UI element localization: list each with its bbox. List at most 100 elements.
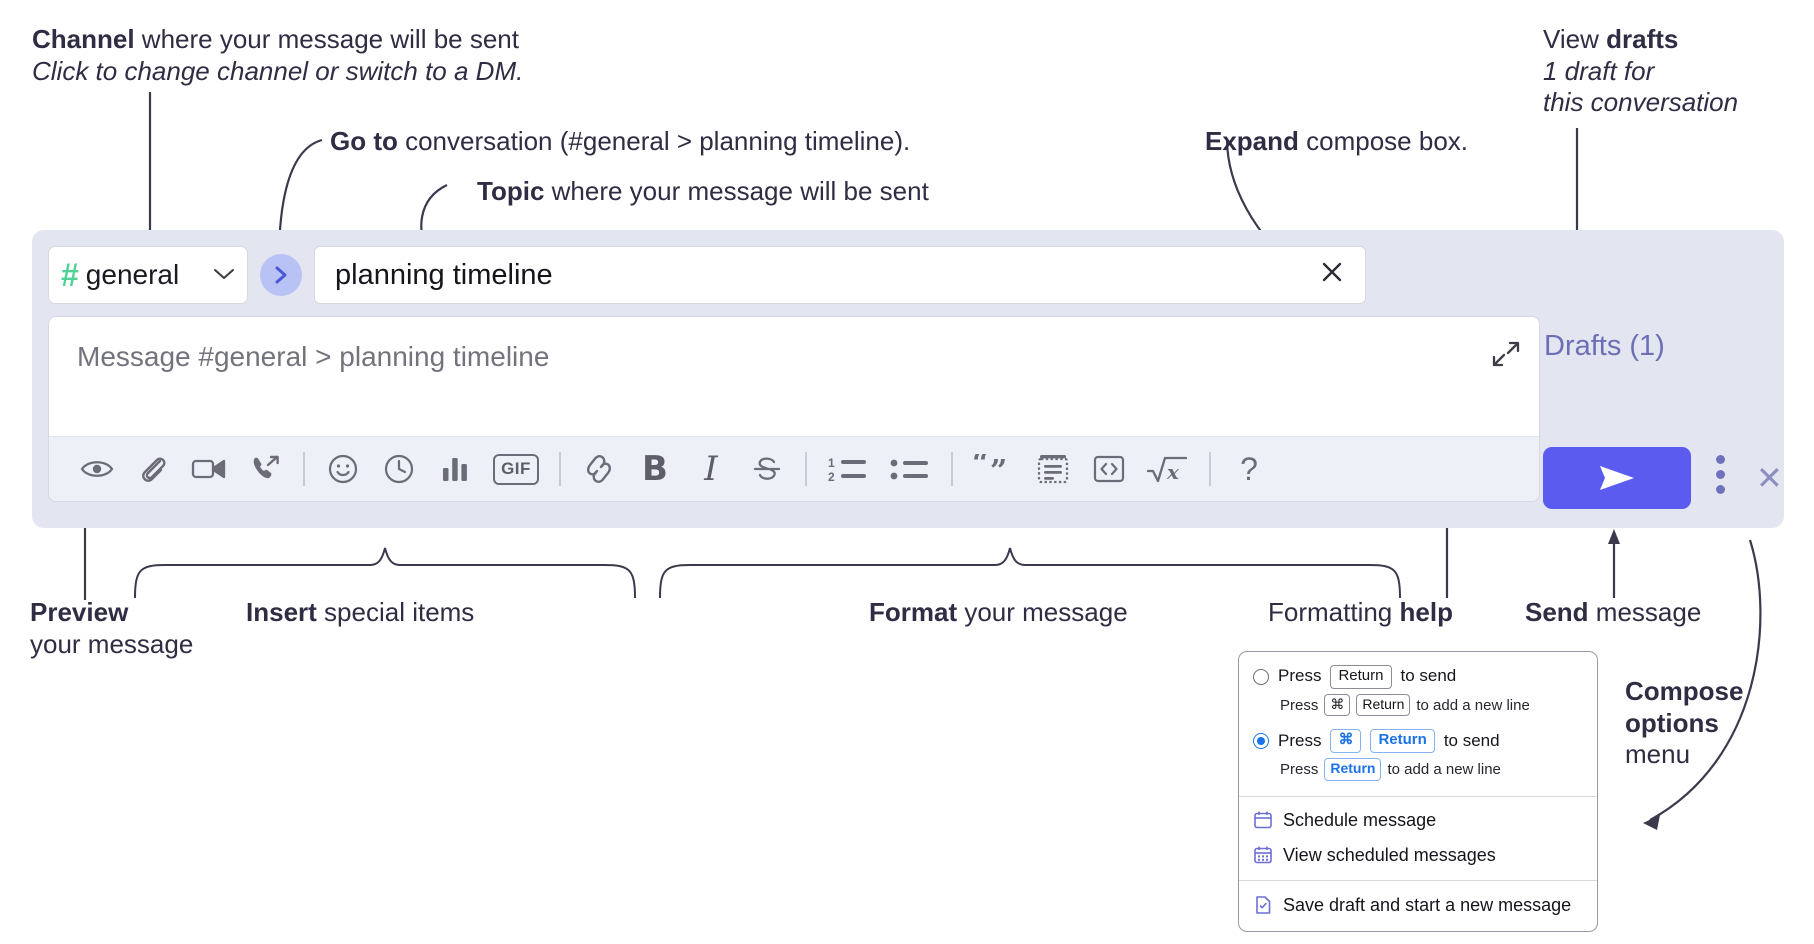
key-return: Return xyxy=(1324,758,1382,781)
send-option-cmd-post: to send xyxy=(1443,730,1500,750)
kebab-dot xyxy=(1716,470,1725,479)
send-option-return-post: to send xyxy=(1400,666,1457,686)
kebab-dot xyxy=(1716,485,1725,494)
toolbar-separator xyxy=(303,452,305,486)
kebab-dot xyxy=(1716,455,1725,464)
drafts-link[interactable]: Drafts (1) xyxy=(1544,330,1665,362)
svg-text:”: ” xyxy=(990,454,1007,484)
annotation-compose-l2: options xyxy=(1625,707,1719,738)
topic-input[interactable]: planning timeline xyxy=(314,246,1366,304)
key-cmd: ⌘ xyxy=(1330,729,1362,753)
annotation-topic-bold: Topic xyxy=(477,176,545,206)
gif-icon[interactable]: GIF xyxy=(483,443,549,495)
hash-icon: # xyxy=(61,257,79,293)
video-icon[interactable] xyxy=(181,443,237,495)
annotation-drafts-line2: 1 draft for xyxy=(1543,55,1655,86)
calendar-clock-icon xyxy=(1253,810,1273,830)
radio-cmd-return[interactable] xyxy=(1253,733,1269,750)
formatting-toolbar: GIF B I xyxy=(49,436,1539,501)
annotation-send-bold: Send xyxy=(1525,597,1589,627)
svg-text:1: 1 xyxy=(828,456,835,470)
annotation-drafts-line3: this conversation xyxy=(1543,87,1739,118)
send-option-return[interactable]: Press Return to send xyxy=(1239,663,1597,691)
annotation-channel: Channel where your message will be sent … xyxy=(32,24,523,87)
toolbar-separator xyxy=(805,452,807,486)
menu-divider xyxy=(1239,879,1597,881)
audio-call-icon[interactable] xyxy=(237,443,293,495)
annotation-compose-l1: Compose xyxy=(1625,676,1744,706)
annotation-channel-bold: Channel xyxy=(32,24,135,54)
close-panel-icon[interactable]: ✕ xyxy=(1756,460,1783,496)
annotation-drafts: View drafts 1 draft for this conversatio… xyxy=(1543,24,1738,119)
code-block-icon[interactable] xyxy=(1025,443,1081,495)
sub-post: to add a new line xyxy=(1416,696,1530,714)
menu-item-schedule-message[interactable]: Schedule message xyxy=(1239,803,1597,838)
preview-icon[interactable] xyxy=(69,443,125,495)
save-draft-icon xyxy=(1253,895,1273,915)
send-option-return-sub: Press ⌘ Return to add a new line xyxy=(1239,691,1597,720)
send-shortcut-options: Press Return to send Press ⌘ Return to a… xyxy=(1239,652,1597,796)
compose-options-menu: Press Return to send Press ⌘ Return to a… xyxy=(1238,651,1598,932)
toolbar-separator xyxy=(559,452,561,486)
calendar-grid-icon xyxy=(1253,845,1273,865)
annotation-goto: Go to conversation (#general > planning … xyxy=(330,126,910,158)
annotation-insert-rest: special items xyxy=(316,597,475,627)
italic-icon[interactable]: I xyxy=(704,449,718,489)
topic-value: planning timeline xyxy=(335,258,553,291)
compose-panel: ✕ # general planning timeline xyxy=(32,230,1784,528)
svg-text:“: “ xyxy=(972,454,989,481)
annotation-preview: Preview your message xyxy=(30,597,193,660)
expand-compose-icon[interactable] xyxy=(1491,339,1520,367)
send-option-cmd-return[interactable]: Press ⌘ Return to send xyxy=(1239,727,1597,755)
send-option-return-pre: Press xyxy=(1278,666,1322,686)
clock-icon[interactable] xyxy=(371,443,427,495)
annotation-preview-line2: your message xyxy=(30,628,194,659)
annotation-topic: Topic where your message will be sent xyxy=(477,176,929,208)
math-icon[interactable]: x xyxy=(1137,443,1199,495)
key-cmd: ⌘ xyxy=(1324,693,1351,717)
annotation-help-pre: Formatting xyxy=(1268,597,1400,627)
gif-label: GIF xyxy=(493,453,539,485)
annotation-help-bold: help xyxy=(1399,597,1453,627)
link-icon[interactable] xyxy=(571,443,627,495)
key-return: Return xyxy=(1330,665,1392,689)
strikethrough-icon[interactable] xyxy=(739,443,795,495)
chevron-down-icon xyxy=(213,264,235,287)
menu-item-label: Schedule message xyxy=(1283,809,1437,830)
compose-options-button[interactable] xyxy=(1716,455,1725,494)
message-input-box[interactable]: Message #general > planning timeline xyxy=(48,316,1540,502)
menu-item-save-draft[interactable]: Save draft and start a new message xyxy=(1239,888,1597,923)
menu-item-label: View scheduled messages xyxy=(1283,844,1496,865)
annotation-compose-options: Compose options menu xyxy=(1625,676,1743,771)
menu-item-view-scheduled[interactable]: View scheduled messages xyxy=(1239,838,1597,873)
bold-icon[interactable]: B xyxy=(642,449,668,489)
compose-inner: # general planning timeline xyxy=(48,244,1540,512)
code-icon[interactable] xyxy=(1081,443,1137,495)
compose-header-row: # general planning timeline xyxy=(48,244,1366,306)
annotation-format: Format your message xyxy=(869,597,1128,629)
annotation-channel-rest: where your message will be sent xyxy=(134,24,519,54)
svg-text:x: x xyxy=(1166,460,1180,484)
annotation-topic-rest: where your message will be sent xyxy=(544,176,929,206)
ordered-list-icon[interactable]: 1 2 xyxy=(817,443,879,495)
radio-return[interactable] xyxy=(1253,668,1269,685)
send-button[interactable] xyxy=(1543,447,1691,509)
formatting-help-icon[interactable]: ? xyxy=(1240,450,1258,487)
annotation-goto-rest: conversation (#general > planning timeli… xyxy=(397,126,911,156)
poll-icon[interactable] xyxy=(427,443,483,495)
channel-name: general xyxy=(85,259,180,290)
clear-topic-icon[interactable] xyxy=(1317,257,1347,293)
annotation-drafts-bold: drafts xyxy=(1606,24,1679,54)
attachment-icon[interactable] xyxy=(125,443,181,495)
blockquote-icon[interactable]: “ ” xyxy=(963,443,1025,495)
sub-pre: Press xyxy=(1280,760,1319,778)
bulleted-list-icon[interactable] xyxy=(879,443,941,495)
annotation-send: Send message xyxy=(1525,597,1701,629)
annotation-drafts-pre: View xyxy=(1543,24,1607,54)
channel-selector[interactable]: # general xyxy=(48,246,248,304)
annotation-format-bold: Format xyxy=(869,597,958,627)
annotation-compose-l3: menu xyxy=(1625,739,1691,770)
goto-conversation-button[interactable] xyxy=(260,254,302,296)
emoji-icon[interactable] xyxy=(315,443,371,495)
annotation-insert: Insert special items xyxy=(246,597,474,629)
